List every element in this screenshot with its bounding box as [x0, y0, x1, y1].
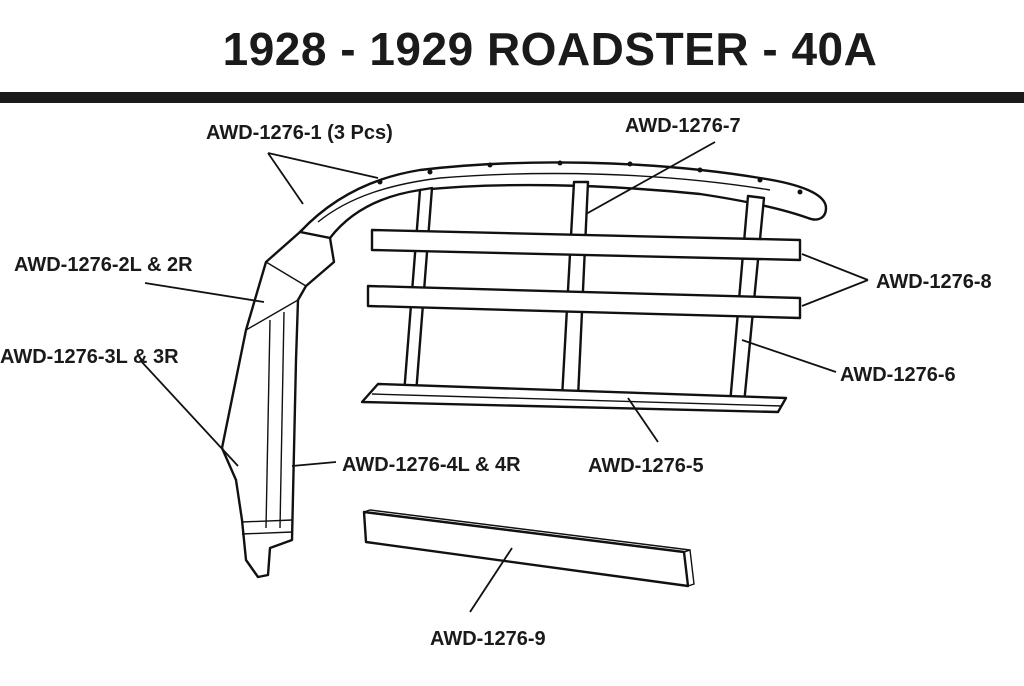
label-part-1: AWD-1276-1 (3 Pcs) [206, 122, 393, 144]
label-part-2: AWD-1276-2L & 2R [14, 254, 193, 276]
label-part-6: AWD-1276-6 [840, 364, 956, 386]
label-part-4: AWD-1276-4L & 4R [342, 454, 521, 476]
bottom-sill-part-5 [360, 382, 788, 414]
label-part-9: AWD-1276-9 [430, 628, 546, 650]
bottom-board-part-9 [362, 509, 695, 588]
side-pillar-parts-2-3-4 [220, 230, 336, 579]
label-part-8: AWD-1276-8 [876, 271, 992, 293]
leader-lines [139, 141, 869, 613]
label-part-5: AWD-1276-5 [588, 455, 704, 477]
label-part-7: AWD-1276-7 [625, 115, 741, 137]
title-divider [0, 92, 1024, 103]
label-part-3: AWD-1276-3L & 3R [0, 346, 179, 368]
page-title: 1928 - 1929 ROADSTER - 40A [222, 23, 878, 75]
horizontal-rails-part-8 [366, 228, 802, 320]
top-bow-part-1 [298, 160, 828, 240]
